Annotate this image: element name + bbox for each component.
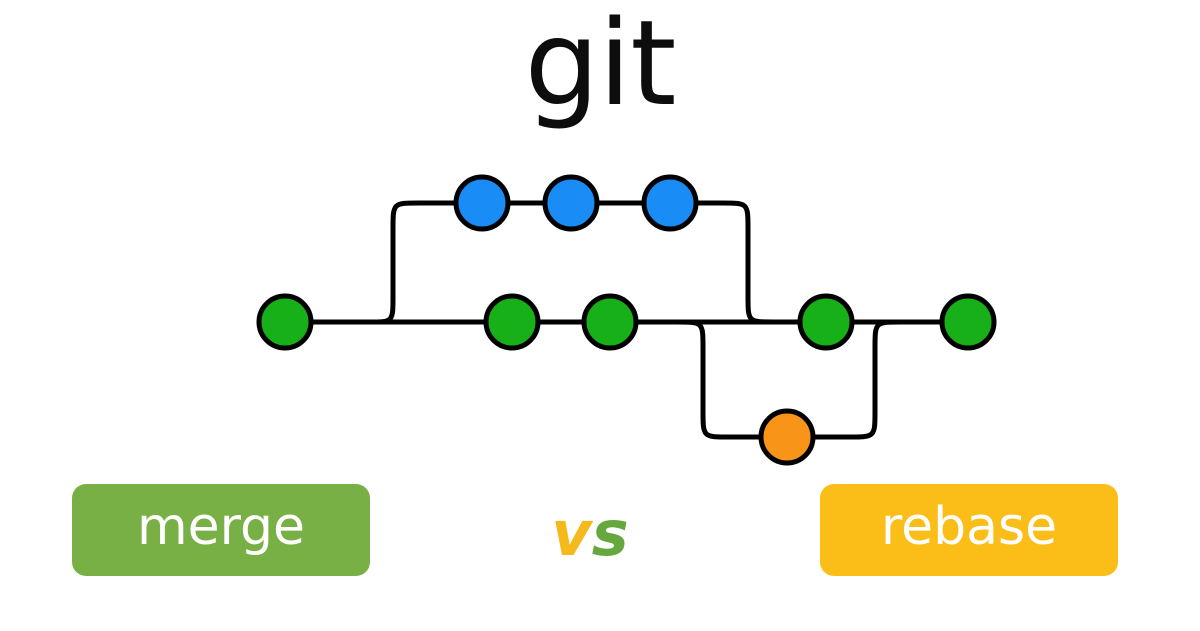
graph-edge-feature-branch-in bbox=[693, 200, 803, 325]
merge-badge-label: merge bbox=[136, 497, 306, 557]
merge-badge[interactable]: merge bbox=[72, 484, 370, 576]
commit-node-main-1[interactable] bbox=[256, 293, 314, 351]
commit-node-main-5[interactable] bbox=[939, 293, 997, 351]
graph-edge-topic-branch-in bbox=[810, 319, 945, 440]
commit-node-topic-1[interactable] bbox=[758, 408, 816, 466]
page-title: git bbox=[524, 0, 677, 132]
commit-node-feature-1[interactable] bbox=[453, 174, 511, 232]
rebase-badge-label: rebase bbox=[880, 497, 1058, 557]
graph-nodes bbox=[256, 174, 997, 466]
versus-letter-s: s bbox=[591, 497, 629, 570]
commit-node-feature-3[interactable] bbox=[641, 174, 699, 232]
rebase-badge[interactable]: rebase bbox=[820, 484, 1118, 576]
versus-letter-v: v bbox=[551, 497, 592, 570]
commit-node-feature-2[interactable] bbox=[542, 174, 600, 232]
graph-edge-feature-branch-out bbox=[367, 200, 459, 325]
graph-edge-topic-branch-out bbox=[633, 319, 764, 440]
commit-node-main-4[interactable] bbox=[797, 293, 855, 351]
commit-node-main-3[interactable] bbox=[581, 293, 639, 351]
commit-node-main-2[interactable] bbox=[483, 293, 541, 351]
graph-edges bbox=[308, 200, 945, 440]
